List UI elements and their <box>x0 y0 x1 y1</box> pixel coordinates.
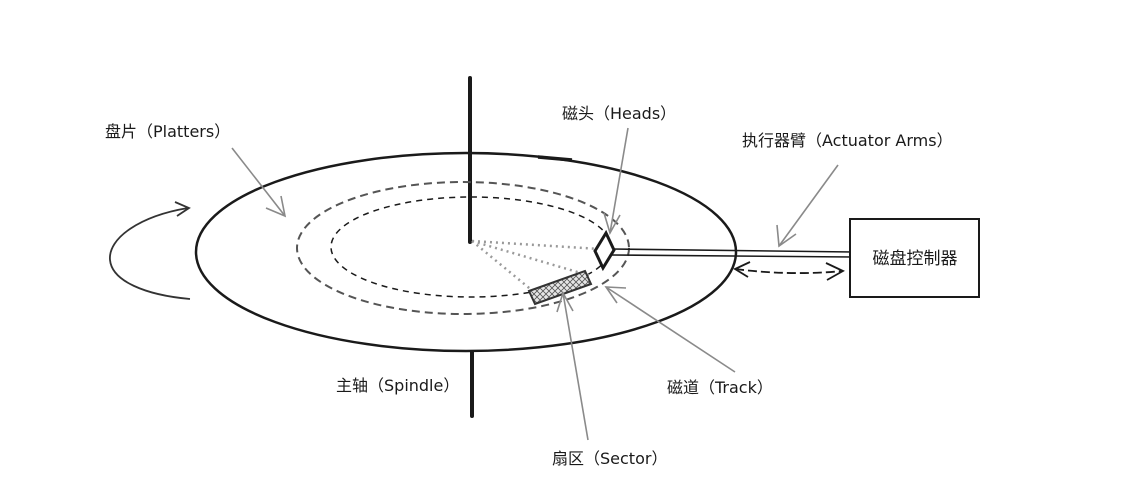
sector-pointer-head <box>556 290 574 313</box>
track-outer <box>296 181 630 315</box>
head-diamond <box>593 229 616 272</box>
actuator-arms-pointer <box>778 164 839 247</box>
sector-block <box>527 269 593 306</box>
heads-label: 磁头（Heads） <box>562 104 676 123</box>
platter-disk <box>194 151 738 353</box>
sector-radius-1 <box>471 239 601 251</box>
track-pointer-head <box>604 286 627 304</box>
platter-rim-mark <box>537 155 573 162</box>
sector-label: 扇区（Sector） <box>552 449 667 468</box>
actuator-arms-label: 执行器臂（Actuator Arms） <box>742 131 953 150</box>
controller-link-arrowhead-left <box>733 261 751 278</box>
controller-link-arrowhead-right <box>825 262 845 281</box>
platters-label: 盘片（Platters） <box>105 122 230 141</box>
sector-radius-2 <box>471 239 592 278</box>
sector-radius-3 <box>471 240 535 293</box>
rotation-arrow <box>109 207 191 300</box>
rotation-arrowhead <box>174 201 191 217</box>
actuator-arm-upper <box>611 248 854 253</box>
controller-label: 磁盘控制器 <box>873 249 958 269</box>
track-label: 磁道（Track） <box>667 378 773 397</box>
platters-pointer <box>231 147 286 217</box>
heads-pointer <box>609 127 629 234</box>
platters-pointer-head <box>265 195 287 218</box>
sector-pointer <box>562 292 589 441</box>
spindle-label: 主轴（Spindle） <box>336 376 459 395</box>
heads-pointer-head <box>603 212 621 236</box>
actuator-arms-pointer-head <box>776 224 797 248</box>
track-pointer <box>605 286 736 373</box>
controller-box <box>849 218 980 298</box>
controller-link-arrow <box>734 268 844 274</box>
actuator-arm-lower <box>611 254 854 258</box>
